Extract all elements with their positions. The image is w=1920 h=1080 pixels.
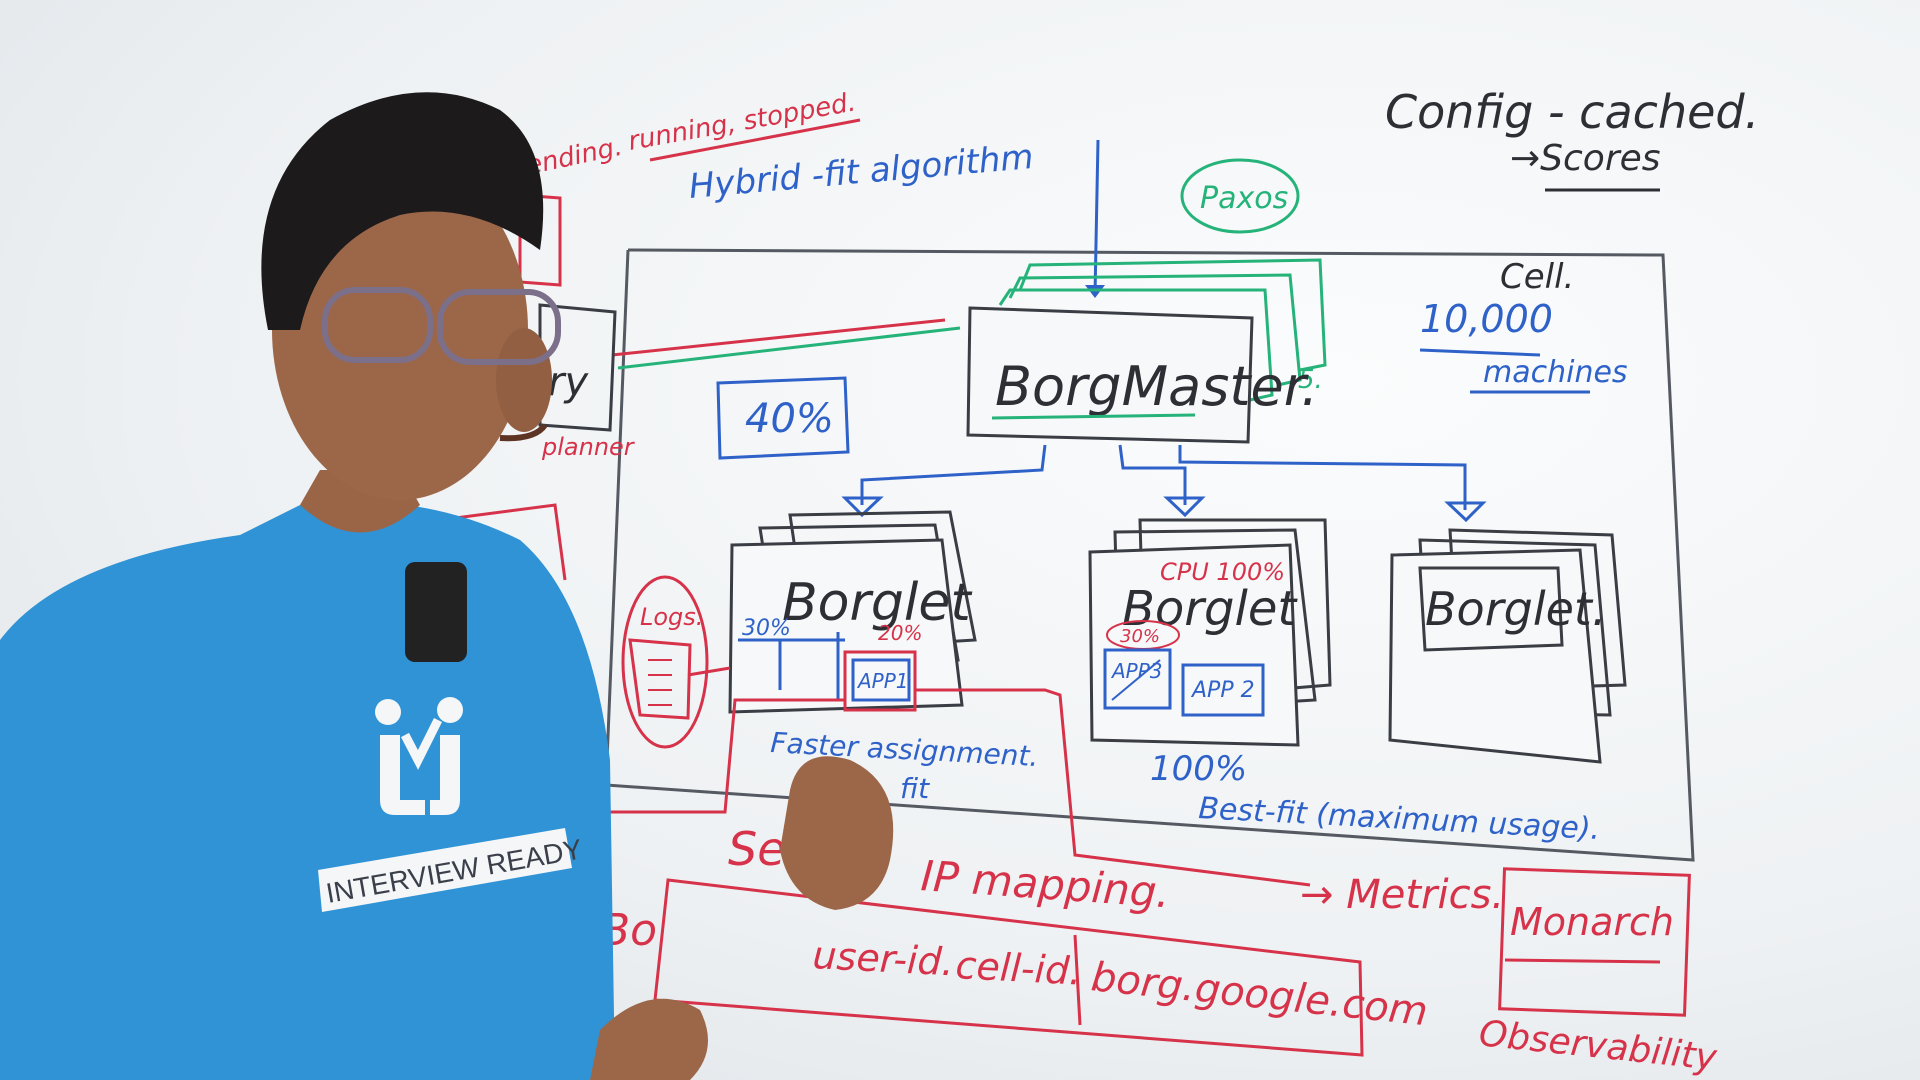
cell-size-label: 10,000: [1420, 297, 1553, 341]
hybrid-fit-label: Hybrid -fit algorithm: [687, 137, 1035, 207]
logs-circle: [621, 575, 709, 749]
red-bracket: [439, 503, 567, 581]
usage-b: 20%: [878, 621, 922, 645]
request-arrow: [1093, 139, 1100, 296]
red-arrow: [611, 318, 946, 357]
cpu-label: CPU 100%: [1160, 558, 1285, 586]
service-partial: Se: [728, 822, 786, 876]
log-connector: [687, 666, 731, 677]
glasses: [322, 287, 433, 363]
observability-label: Observability: [1477, 1013, 1719, 1079]
lapel-mic: [405, 562, 467, 662]
arrow-head: [841, 496, 884, 518]
dns-user: user-id.: [812, 933, 955, 984]
borglet-label: Borglet: [1122, 581, 1298, 637]
underline: [1504, 958, 1661, 964]
usage-40-box: [716, 376, 850, 460]
borgmaster-replicas: [998, 258, 1327, 402]
dns-cell: cell-id.: [955, 943, 1083, 994]
presenter: INTERVIEW READY: [0, 92, 894, 1080]
usage-100-label: 100%: [1150, 749, 1247, 789]
config-cached-label: Config - cached.: [1385, 85, 1759, 139]
hair: [261, 92, 544, 330]
log-lines: [648, 659, 672, 706]
arrow-head: [1163, 496, 1206, 518]
cell-boundary: [604, 248, 1695, 862]
dns-box: [653, 878, 1364, 1057]
fit-label: fit: [900, 772, 930, 805]
borglet-label: Borglet: [782, 573, 972, 633]
logs-icon: [628, 638, 692, 720]
borglet-3: Borglet.: [1388, 528, 1627, 764]
paxos-label: Paxos: [1200, 181, 1288, 216]
metrics-arrow: [915, 688, 1311, 887]
arrow-head: [1444, 501, 1487, 523]
usage-a: 30%: [742, 616, 791, 641]
scheduler-partial: ry: [548, 359, 589, 405]
app-a: APP1: [856, 669, 909, 693]
borglet-label: Borglet.: [1425, 582, 1607, 636]
green-arrow: [617, 326, 961, 370]
underline: [1419, 348, 1541, 357]
dns-domain: borg.google.com: [1089, 954, 1430, 1035]
running-stopped-label: running, stopped.: [626, 87, 858, 157]
borglet-2: CPU 100% Borglet 30% APP3 APP 2: [1088, 518, 1332, 747]
paxos-circle: [1180, 158, 1300, 234]
borgmaster-label: BorgMaster.: [995, 355, 1318, 418]
usage-40-label: 40%: [745, 396, 834, 442]
replicas-count: 5.: [1298, 365, 1323, 395]
underline: [649, 118, 861, 162]
underline: [991, 413, 1196, 420]
machines-label: machines: [1483, 355, 1628, 390]
monarch-label: Monarch: [1510, 900, 1674, 944]
hand: [780, 756, 894, 910]
logs-label: Logs.: [640, 603, 703, 631]
metrics-label: → Metrics.: [1300, 872, 1504, 918]
separator: [1073, 934, 1082, 1026]
monarch-box: [1498, 867, 1691, 1017]
logo: [375, 699, 401, 725]
shirt-banner: [318, 828, 572, 912]
scores-label: →Scores: [1510, 138, 1661, 179]
planner-label: planner: [541, 433, 636, 461]
state-box: [518, 193, 562, 287]
cell-label: Cell.: [1500, 257, 1574, 297]
app-link: [610, 698, 845, 814]
app-b: APP 2: [1190, 678, 1255, 703]
borgmaster-box: [966, 306, 1254, 444]
usage-a: 30%: [1120, 626, 1160, 647]
borglet-1: Borglet 30% 20% APP1: [728, 510, 977, 714]
tshirt: [0, 501, 615, 1080]
dispatch-arrows: [860, 444, 1467, 510]
